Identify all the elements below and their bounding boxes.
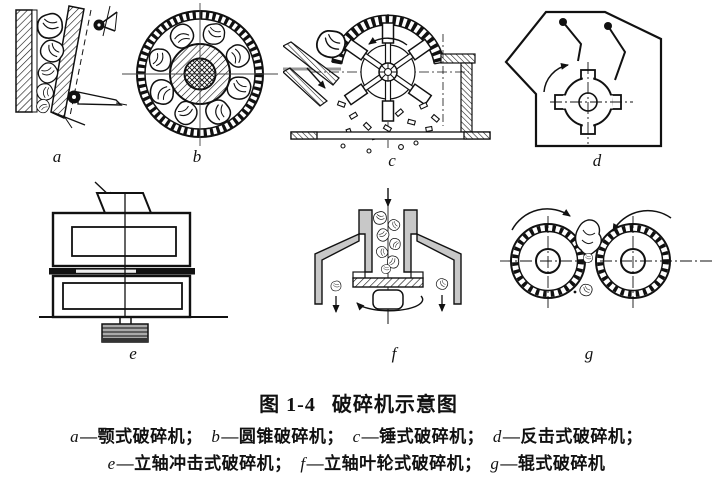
figure-panel-d [498,4,680,159]
base [290,131,491,140]
feed-chute [95,192,153,214]
figure-panel-e [36,180,234,348]
impact-plates [559,18,627,81]
figure-panel-g [498,206,715,358]
hammers [343,22,433,122]
rotation-arrow [368,37,408,46]
figure-label-d: d [592,151,602,170]
figure-legend-line1: a—颚式破碎机； b—圆锥破碎机； c—锤式破碎机； d—反击式破碎机； [0,422,717,447]
hammer-crusher-diagram [283,14,491,154]
figure-legend-line2: e—立轴冲击式破碎机； f—立轴叶轮式破碎机； g—辊式破碎机 [0,449,717,474]
figure-panel-f [290,182,502,350]
rotation-arrow-right [612,209,672,232]
figure-panel-c [283,6,497,156]
rotation-arrow [356,295,424,312]
legend-item-b: b—圆锥破碎机； [211,427,344,446]
feed-arrow [306,67,326,89]
figure-panel-a [12,4,127,154]
fixed-jaw [15,9,33,113]
cone-crusher-diagram [122,3,278,146]
crushed-rock [577,281,595,299]
legend-item-g: g—辊式破碎机 [490,454,606,473]
toggle-arm [67,90,127,106]
figure-label-f: f [391,344,397,363]
figure-caption: 图 1-4 破碎机示意图 [0,388,717,417]
legend-item-c: c—锤式破碎机； [352,427,485,446]
figure-label-e: e [129,344,137,363]
figure-label-a: a [52,147,62,166]
jaw-crusher-diagram [15,5,127,129]
eccentric-drive [93,5,118,37]
rotor-disc [352,277,424,288]
figure-number: 图 1-4 [259,394,316,416]
legend-item-f: f—立轴叶轮式破碎机； [300,454,482,473]
debris [336,100,441,154]
feed-tube [358,209,373,273]
figure-panel-b [122,0,278,150]
roller-crusher-diagram [500,208,712,310]
right-wall [440,53,476,133]
rotation-arrow-left [511,208,571,231]
impeller [372,289,404,310]
housing-wall [314,232,360,305]
rock-in-nip [574,219,602,256]
legend-item-a: a—颚式破碎机； [70,427,203,446]
legend-item-d: d—反击式破碎机； [492,427,643,446]
vertical-shaft-impact-crusher-diagram [39,181,228,343]
legend-item-e: e—立轴冲击式破碎机； [107,454,292,473]
figure-title: 破碎机示意图 [331,394,458,416]
motor-block [101,323,149,343]
figure-label-b: b [192,147,202,166]
vertical-shaft-impeller-crusher-diagram [314,188,462,324]
figure-label-c: c [388,151,396,170]
rotation-arrow [543,62,569,93]
figure-label-g: g [584,344,594,363]
impact-crusher-diagram [504,10,663,148]
